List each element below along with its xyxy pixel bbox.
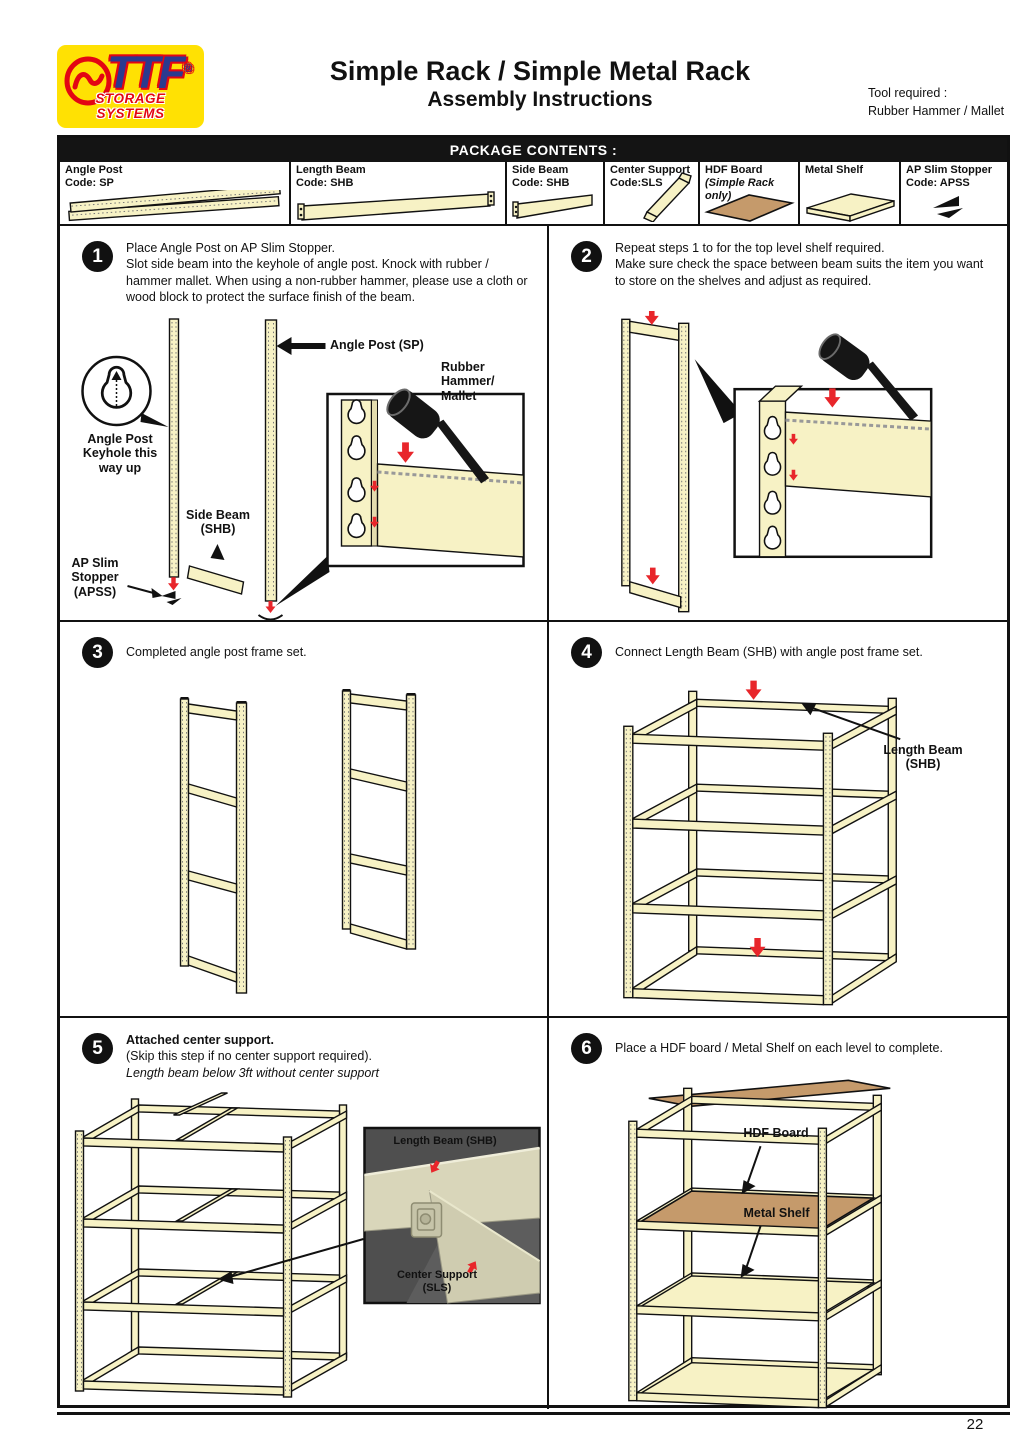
center-support-icon: [643, 172, 692, 222]
label-length-beam-photo: Length Beam (SHB): [393, 1135, 497, 1147]
length-beam-icon: [297, 191, 495, 221]
tool-required-label: Tool required :: [868, 86, 948, 100]
tool-required-value: Rubber Hammer / Mallet: [868, 104, 1005, 119]
step-2-line2: Make sure check the space between beam s…: [615, 257, 984, 288]
pkg-item-code: Code: SP: [65, 177, 114, 190]
step-3-diagram: [60, 684, 547, 1016]
step-5-line1: Attached center support.: [126, 1033, 274, 1047]
label-metal-shelf: Metal Shelf: [743, 1206, 810, 1220]
ttf-logo: TTF® STORAGE SYSTEMS: [57, 45, 204, 128]
ttf-swirl-icon: [64, 56, 112, 106]
step-6-cell: 6 Place a HDF board / Metal Shelf on eac…: [549, 1018, 1007, 1409]
steps-row-1: 1 Place Angle Post on AP Slim Stopper. S…: [60, 226, 1007, 622]
step-2-text: Repeat steps 1 to for the top level shel…: [615, 240, 993, 289]
pkg-item-ap-slim-stopper: AP Slim Stopper Code: APSS: [901, 162, 1007, 224]
package-contents-header: PACKAGE CONTENTS :: [60, 138, 1007, 162]
label-length-beam: Length Beam (SHB): [883, 743, 963, 772]
label-hdf-board: HDF Board: [743, 1126, 809, 1140]
step-5-line3: Length beam below 3ft without center sup…: [126, 1065, 379, 1080]
step-5-line2: (Skip this step if no center support req…: [126, 1049, 372, 1064]
pkg-item-code: Code:SLS: [610, 177, 663, 190]
page-subtitle: Assembly Instructions: [427, 88, 653, 112]
step-2-cell: 2 Repeat steps 1 to for the top level sh…: [549, 226, 1007, 620]
package-contents-row: Angle Post Code: SP Length Beam Code: SH…: [60, 162, 1007, 226]
step-1-illustration: [81, 318, 525, 620]
registered-mark: ®: [183, 61, 192, 75]
pkg-item-name: AP Slim Stopper: [906, 164, 992, 176]
pkg-item-name: HDF Board: [705, 164, 763, 176]
hdf-board-icon: [704, 194, 795, 222]
steps-row-3: 5 Attached center support. (Skip this st…: [60, 1018, 1007, 1409]
step-3-text: Completed angle post frame set.: [126, 644, 533, 660]
pkg-item-code: Code: SHB: [512, 177, 570, 190]
label-side-beam: Side Beam (SHB): [186, 508, 250, 537]
page-number: 22: [966, 1416, 984, 1433]
tool-required-block: Tool required : Rubber Hammer / Mallet: [868, 84, 1018, 120]
pkg-item-length-beam: Length Beam Code: SHB: [291, 162, 507, 224]
label-angle-post: Angle Post (SP): [330, 338, 424, 352]
step-3-badge: 3: [82, 637, 113, 668]
pkg-item-side-beam: Side Beam Code: SHB: [507, 162, 605, 224]
step-4-diagram: Length Beam (SHB): [549, 679, 1007, 1016]
step-5-illustration: [74, 1092, 541, 1398]
page-title: Simple Rack / Simple Metal Rack: [329, 56, 751, 86]
ap-slim-stopper-icon: [933, 196, 963, 218]
step-6-line1: Place a HDF board / Metal Shelf on each …: [615, 1041, 943, 1055]
pkg-item-name: Side Beam: [512, 164, 569, 176]
step-1-line2: Slot side beam into the keyhole of angle…: [126, 257, 528, 304]
step-5-text: Attached center support. (Skip this step…: [126, 1032, 533, 1081]
pkg-item-name: Metal Shelf: [805, 164, 864, 176]
step-1-line1: Place Angle Post on AP Slim Stopper.: [126, 241, 335, 255]
logo-brand: TTF®: [107, 47, 192, 98]
pkg-item-center-support: Center Support Code:SLS: [605, 162, 700, 224]
step-1-badge: 1: [82, 241, 113, 272]
step-4-cell: 4 Connect Length Beam (SHB) with angle p…: [549, 622, 1007, 1016]
document-title-block: Simple Rack / Simple Metal Rack Assembly…: [240, 56, 840, 112]
step-1-text: Place Angle Post on AP Slim Stopper. Slo…: [126, 240, 533, 305]
step-5-diagram: Length Beam (SHB) Center Support (SLS): [60, 1091, 547, 1409]
side-beam-icon: [512, 194, 593, 219]
pkg-item-name: Length Beam: [296, 164, 366, 176]
step-6-badge: 6: [571, 1033, 602, 1064]
metal-shelf-icon: [806, 193, 895, 222]
pkg-item-name: Angle Post: [65, 164, 123, 176]
pkg-item-code: Code: SHB: [296, 177, 354, 190]
content-frame: PACKAGE CONTENTS : Angle Post Code: SP L…: [57, 135, 1010, 1409]
step-4-text: Connect Length Beam (SHB) with angle pos…: [615, 644, 993, 660]
pkg-item-metal-shelf: Metal Shelf: [800, 162, 901, 224]
step-5-badge: 5: [82, 1033, 113, 1064]
step-4-line1: Connect Length Beam (SHB) with angle pos…: [615, 645, 923, 659]
step-2-badge: 2: [571, 241, 602, 272]
pkg-item-code: (Simple Rack only): [705, 177, 775, 203]
step-6-diagram: HDF Board Metal Shelf: [549, 1066, 1007, 1409]
step-4-badge: 4: [571, 637, 602, 668]
step-3-line1: Completed angle post frame set.: [126, 645, 307, 659]
label-ap-slim-stopper: AP Slim Stopper (APSS): [71, 556, 119, 599]
step-2-illustration: [621, 311, 933, 613]
step-2-line1: Repeat steps 1 to for the top level shel…: [615, 241, 885, 255]
pkg-item-angle-post: Angle Post Code: SP: [60, 162, 291, 224]
label-rubber-hammer: Rubber Hammer/ Mallet: [441, 360, 495, 403]
step-6-text: Place a HDF board / Metal Shelf on each …: [615, 1040, 993, 1056]
logo-tagline: STORAGE SYSTEMS: [95, 91, 166, 121]
bottom-border-line: [57, 1412, 1010, 1415]
step-3-cell: 3 Completed angle post frame set.: [60, 622, 549, 1016]
step-2-diagram: [549, 311, 1007, 620]
label-center-support-photo: Center Support (SLS): [396, 1269, 478, 1294]
label-keyhole: Angle Post Keyhole this way up: [82, 432, 158, 475]
step-3-illustration: [179, 689, 417, 994]
step-4-illustration: [623, 680, 901, 1006]
steps-grid: 1 Place Angle Post on AP Slim Stopper. S…: [60, 226, 1007, 1409]
pkg-item-hdf-board: HDF Board (Simple Rack only): [700, 162, 800, 224]
angle-post-icon: [68, 190, 281, 222]
step-1-cell: 1 Place Angle Post on AP Slim Stopper. S…: [60, 226, 549, 620]
steps-row-2: 3 Completed angle post frame set.: [60, 622, 1007, 1018]
pkg-item-code: Code: APSS: [906, 177, 970, 190]
pkg-item-name: Center Support: [610, 164, 691, 176]
step-5-cell: 5 Attached center support. (Skip this st…: [60, 1018, 549, 1409]
step-1-diagram: Angle Post Keyhole this way up Angle Pos…: [60, 314, 547, 620]
step-6-illustration: [628, 1079, 891, 1409]
